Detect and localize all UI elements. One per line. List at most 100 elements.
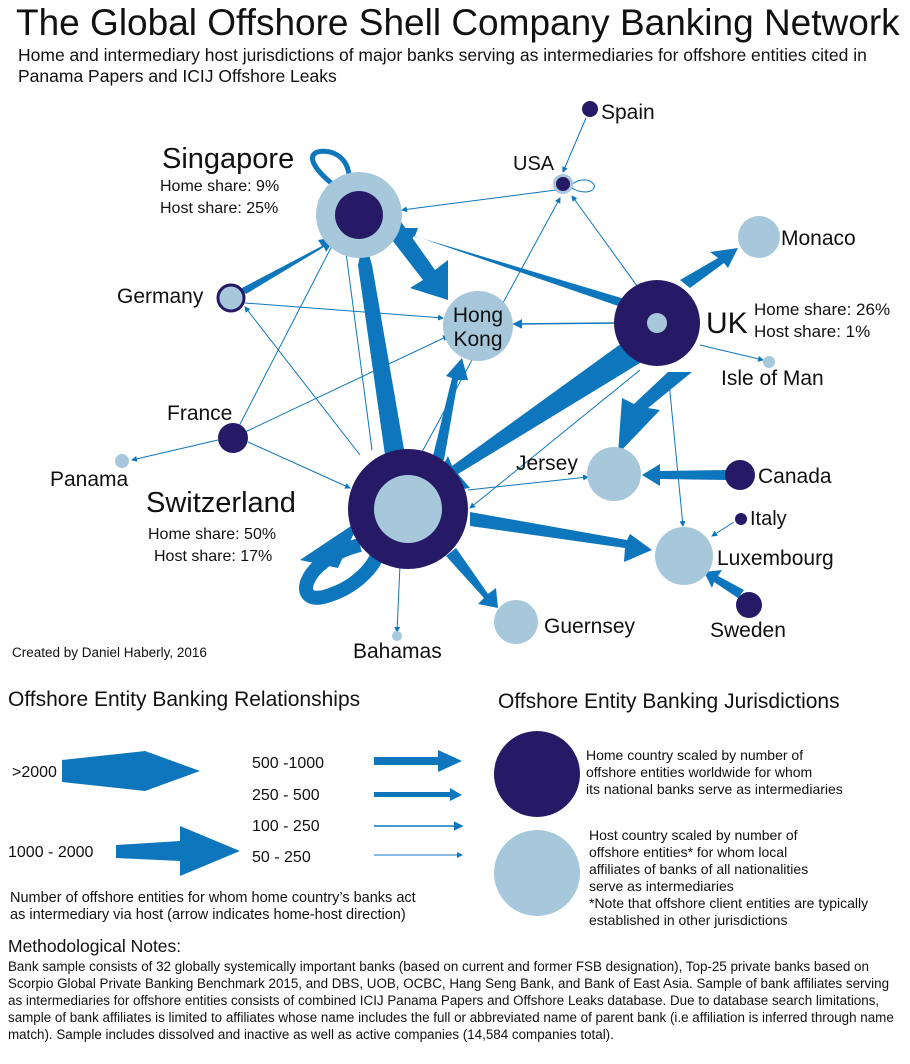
edge-swiss-bahamas xyxy=(394,564,401,633)
legend-host-line: *Note that offshore client entities are … xyxy=(589,895,869,911)
legend-note-line: as intermediary via host (arrow indicate… xyxy=(10,907,406,923)
edge-switzerland-self-arrowhead xyxy=(300,520,360,568)
edge-swiss-jersey xyxy=(467,474,589,491)
node-singapore-home xyxy=(335,191,383,239)
edge-swiss-luxembourg xyxy=(470,512,652,562)
label-hongkong-2: Kong xyxy=(453,328,502,351)
legend-label-1000-2000: 1000 - 2000 xyxy=(8,844,94,861)
node-canada-home xyxy=(725,460,755,490)
edge-germany-hk xyxy=(244,302,444,321)
node-isleofman-host xyxy=(763,356,775,368)
label-usa: USA xyxy=(513,153,555,175)
edge-uk-isleofman xyxy=(699,344,764,362)
legend-arrow-500-1000 xyxy=(374,750,462,772)
legend-label-gt2000: >2000 xyxy=(12,764,57,781)
label-hongkong-1: Hong xyxy=(453,304,503,327)
label-switzerland-host: Host share: 17% xyxy=(154,548,272,565)
node-monaco-host xyxy=(738,216,780,258)
legend-label-100-250: 100 - 250 xyxy=(252,818,320,835)
edge-uk-hk xyxy=(512,319,616,329)
label-france: France xyxy=(167,402,232,425)
legend-arrows xyxy=(62,750,462,876)
label-canada: Canada xyxy=(758,465,832,488)
page-title: The Global Offshore Shell Company Bankin… xyxy=(16,2,900,43)
node-guernsey-host xyxy=(494,600,538,644)
edge-usa-singapore xyxy=(401,189,557,213)
node-italy-home xyxy=(735,513,747,525)
thick-edges xyxy=(240,148,744,608)
edge-canada-jersey xyxy=(642,464,726,486)
label-monaco: Monaco xyxy=(781,227,856,250)
edge-italy-luxembourg xyxy=(711,521,735,537)
label-uk-host: Host share: 1% xyxy=(754,322,870,341)
legend-arrow-1000-2000 xyxy=(116,826,240,876)
legend-home-line: offshore entities worldwide for whom xyxy=(586,764,813,780)
legend-home-line: its national banks serve as intermediari… xyxy=(586,781,843,797)
label-switzerland-home: Home share: 50% xyxy=(148,526,276,543)
node-panama-host xyxy=(115,454,129,468)
label-uk-home: Home share: 26% xyxy=(754,300,890,319)
node-uk-host xyxy=(647,313,667,333)
node-hongkong-host xyxy=(443,291,513,361)
label-jersey: Jersey xyxy=(516,452,578,475)
legend-jurisdictions-title: Offshore Entity Banking Jurisdictions xyxy=(498,690,840,713)
label-sweden: Sweden xyxy=(710,619,786,642)
node-bahamas-host xyxy=(392,631,402,641)
edge-france-singapore xyxy=(237,239,336,429)
label-italy: Italy xyxy=(750,508,787,530)
legend-home-circle xyxy=(494,731,580,817)
label-panama: Panama xyxy=(50,468,129,491)
label-singapore-host: Host share: 25% xyxy=(160,200,278,217)
edge-uk-usa xyxy=(571,195,641,291)
legend-home-text: Home country scaled by number of offshor… xyxy=(586,747,906,798)
node-usa-home xyxy=(556,177,570,191)
label-guernsey: Guernsey xyxy=(544,615,636,638)
edge-spain-usa xyxy=(562,117,587,173)
label-spain: Spain xyxy=(601,101,655,124)
edge-swiss-singapore xyxy=(342,244,373,451)
label-singapore: Singapore xyxy=(162,143,294,175)
edge-france-switzerland xyxy=(247,441,351,489)
node-sweden-home xyxy=(736,592,762,618)
legend-host-line: serve as intermediaries xyxy=(589,878,734,894)
node-luxembourg-host xyxy=(655,527,713,585)
legend-note-line: Number of offshore entities for whom hom… xyxy=(10,890,416,906)
legend-host-circle xyxy=(494,830,580,916)
legend-relationships-title: Offshore Entity Banking Relationships xyxy=(8,688,361,711)
label-germany: Germany xyxy=(117,285,204,308)
edge-singapore-self-loop xyxy=(310,148,352,192)
legend-label-500-1000: 500 -1000 xyxy=(252,755,324,772)
edge-uk-singapore xyxy=(400,228,628,308)
legend-label-250-500: 250 - 500 xyxy=(252,787,320,804)
edge-france-panama xyxy=(131,439,219,462)
nodes xyxy=(115,101,780,644)
edge-swiss-singapore-major xyxy=(358,238,405,455)
methodology-title: Methodological Notes: xyxy=(8,936,182,956)
legend-home-line: Home country scaled by number of xyxy=(586,747,804,763)
node-spain-home xyxy=(582,101,598,117)
edge-germany-singapore xyxy=(240,237,336,294)
node-germany-host xyxy=(216,283,246,313)
legend-host-line: Host country scaled by number of xyxy=(589,827,798,843)
edge-uk-switzerland xyxy=(428,330,658,494)
edge-swiss-guernsey xyxy=(446,548,498,608)
legend-thin-arrows xyxy=(374,821,464,858)
edge-swiss-hk xyxy=(432,358,468,460)
label-isleofman: Isle of Man xyxy=(721,367,824,390)
thin-edges xyxy=(131,117,764,633)
credit: Created by Daniel Haberly, 2016 xyxy=(12,645,207,660)
legend-host-line: offshore entities* for whom local xyxy=(589,844,788,860)
legend-label-50-250: 50 - 250 xyxy=(252,849,311,866)
node-jersey-host xyxy=(587,447,641,501)
legend-arrow-250-500 xyxy=(374,788,462,801)
node-switzerland-host xyxy=(374,475,442,543)
label-singapore-home: Home share: 9% xyxy=(160,178,279,195)
legend-host-text: Host country scaled by number of offshor… xyxy=(589,827,907,929)
legend-relationships-note: Number of offshore entities for whom hom… xyxy=(10,890,480,924)
edge-usa-self-loop xyxy=(571,179,595,193)
edge-france-hk xyxy=(244,335,449,433)
edge-uk-jersey-major xyxy=(618,372,692,454)
edge-uk-jersey xyxy=(469,369,641,509)
label-bahamas: Bahamas xyxy=(353,640,442,663)
edge-sweden-luxembourg xyxy=(704,570,744,598)
